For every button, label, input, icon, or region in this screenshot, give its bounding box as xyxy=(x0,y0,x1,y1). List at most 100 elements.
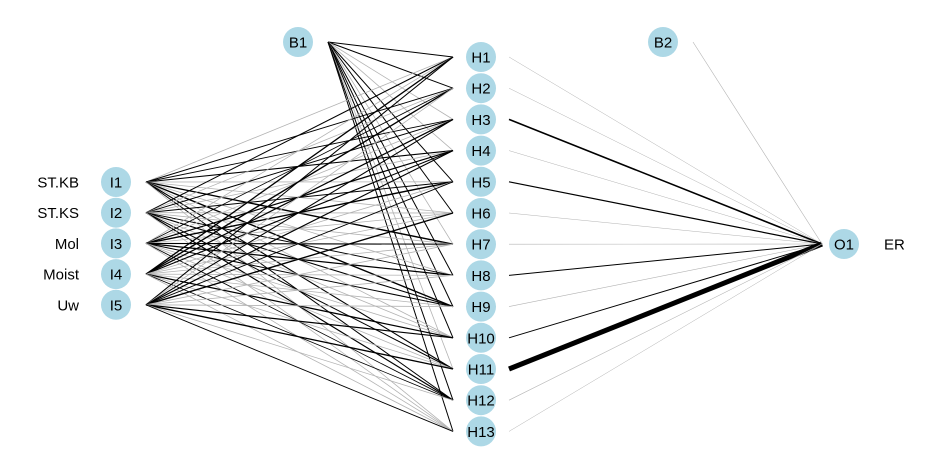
edge-h9-o1 xyxy=(508,243,823,307)
node-circle xyxy=(829,229,859,259)
node-circle xyxy=(648,27,678,57)
edge-b1-h9 xyxy=(327,41,454,307)
edge-i5-h13 xyxy=(145,304,454,432)
edge-h3-o1 xyxy=(508,118,823,245)
edge-i5-h9 xyxy=(145,304,454,307)
node-label: H7 xyxy=(471,237,490,254)
node-circle xyxy=(466,229,496,260)
edge-h13-o1 xyxy=(508,243,823,432)
connection-layer xyxy=(145,41,823,432)
node-h13: H13 xyxy=(466,416,496,447)
edge-i5-h8 xyxy=(145,275,454,306)
node-b2: B2 xyxy=(648,27,678,57)
node-label: B2 xyxy=(654,35,672,52)
edge-h10-o1 xyxy=(508,243,823,339)
edge-b1-h13 xyxy=(327,41,454,432)
node-label: B1 xyxy=(289,35,307,52)
node-h7: H7 xyxy=(466,229,496,260)
node-label: I2 xyxy=(110,205,123,222)
edge-b2-o1 xyxy=(692,41,823,245)
edge-i5-h3 xyxy=(145,118,454,306)
edge-i5-h4 xyxy=(145,150,454,306)
edge-i5-h12 xyxy=(145,304,454,401)
node-i3: I3 xyxy=(101,228,131,259)
edge-h12-o1 xyxy=(508,243,823,401)
node-h3: H3 xyxy=(466,104,496,135)
node-circle xyxy=(466,166,496,197)
node-label: H11 xyxy=(468,362,494,379)
node-circle xyxy=(101,228,131,259)
node-circle xyxy=(101,259,131,290)
node-h6: H6 xyxy=(466,198,496,228)
node-circle xyxy=(466,104,496,135)
node-h10: H10 xyxy=(466,322,496,353)
edge-i5-h6 xyxy=(145,212,454,306)
edge-b1-h5 xyxy=(327,41,454,183)
output-variable-label: ER xyxy=(884,237,905,254)
node-h11: H11 xyxy=(466,354,496,384)
edge-b1-h6 xyxy=(327,41,454,214)
node-label: I3 xyxy=(110,236,123,253)
edge-h1-o1 xyxy=(508,56,823,245)
node-i2: I2 xyxy=(101,197,131,228)
edge-i5-h7 xyxy=(145,243,454,306)
edge-h2-o1 xyxy=(508,87,823,245)
node-label: H1 xyxy=(471,50,490,67)
edge-i5-h1 xyxy=(145,56,454,306)
input-variable-label: Uw xyxy=(57,297,79,314)
node-h2: H2 xyxy=(466,73,496,104)
node-circle xyxy=(466,385,496,416)
node-label: H8 xyxy=(471,268,490,285)
node-h12: H12 xyxy=(466,385,496,416)
node-circle xyxy=(283,27,313,57)
node-label: O1 xyxy=(834,237,854,254)
node-layer: I1I2I3I4I5H1H2H3H4H5H6H7H8H9H10H11H12H13… xyxy=(101,27,859,447)
node-h8: H8 xyxy=(466,260,496,291)
edge-i4-h1 xyxy=(145,56,454,275)
node-circle xyxy=(466,322,496,353)
edge-i5-h2 xyxy=(145,87,454,306)
node-h4: H4 xyxy=(466,135,496,166)
node-i1: I1 xyxy=(101,167,131,197)
node-label: H13 xyxy=(467,424,495,441)
node-circle xyxy=(466,260,496,291)
edge-b1-h1 xyxy=(327,41,454,58)
node-o1: O1 xyxy=(829,229,859,259)
node-h1: H1 xyxy=(466,42,496,72)
node-label: H2 xyxy=(471,81,490,98)
node-label: H3 xyxy=(471,112,490,129)
edge-h11-o1 xyxy=(508,241,823,372)
edge-i5-h11 xyxy=(145,304,454,370)
input-variable-label: ST.KS xyxy=(37,205,79,222)
edge-b1-h10 xyxy=(327,41,454,338)
edge-b1-h8 xyxy=(327,41,454,276)
edge-h5-o1 xyxy=(508,181,823,245)
edge-h4-o1 xyxy=(508,150,823,245)
node-circle xyxy=(101,167,131,197)
edge-i3-h1 xyxy=(145,56,454,244)
node-circle xyxy=(466,198,496,228)
node-circle xyxy=(466,42,496,72)
node-i5: I5 xyxy=(101,289,131,320)
node-label: H4 xyxy=(471,143,490,160)
input-variable-label: ST.KB xyxy=(37,175,79,192)
edge-b1-h2 xyxy=(327,41,454,89)
node-i4: I4 xyxy=(101,259,131,290)
edge-b1-h3 xyxy=(327,41,454,120)
node-label: H12 xyxy=(467,393,495,410)
node-label: I5 xyxy=(110,297,123,314)
node-circle xyxy=(466,73,496,104)
edge-i5-h10 xyxy=(145,304,454,339)
edge-b1-h11 xyxy=(327,41,454,370)
edge-h8-o1 xyxy=(508,243,823,276)
edge-i5-h5 xyxy=(145,181,454,306)
node-label: H10 xyxy=(467,330,495,347)
node-label: H6 xyxy=(471,206,490,223)
input-variable-label: Mol xyxy=(55,236,79,253)
node-label: H9 xyxy=(471,299,490,316)
edge-i1-h1 xyxy=(145,56,454,183)
edge-b1-h12 xyxy=(327,41,454,401)
node-label: I4 xyxy=(110,267,123,284)
node-circle xyxy=(101,289,131,320)
input-variable-label: Moist xyxy=(43,267,80,284)
